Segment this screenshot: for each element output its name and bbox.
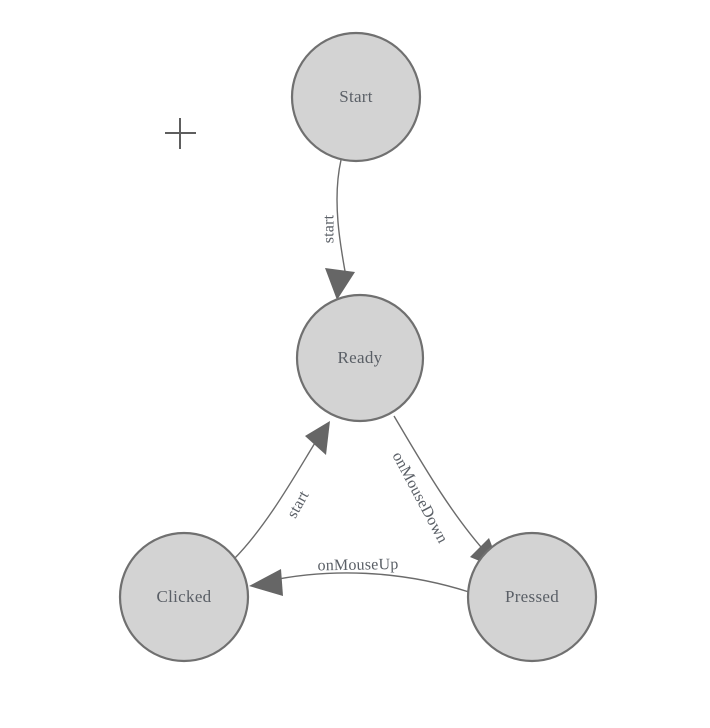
edge-clicked-to-ready[interactable]: start: [232, 421, 330, 561]
node-start-circle[interactable]: [290, 31, 422, 163]
crosshair-icon: [165, 118, 196, 149]
edge-ready-to-pressed[interactable]: onMouseDown: [389, 415, 501, 570]
node-pressed[interactable]: Pressed: [466, 531, 598, 663]
node-ready[interactable]: Ready: [295, 293, 425, 423]
arrowhead-start-to-ready: [325, 268, 355, 300]
arrowhead-pressed-to-clicked: [249, 569, 283, 596]
edge-label-start-to-ready: start: [321, 214, 338, 243]
node-ready-circle[interactable]: [295, 293, 425, 423]
node-pressed-label: Pressed: [505, 587, 559, 606]
edge-label-ready-to-pressed: onMouseDown: [389, 449, 451, 546]
edge-start-to-ready[interactable]: start: [321, 159, 355, 300]
node-pressed-circle[interactable]: [466, 531, 598, 663]
edge-label-pressed-to-clicked: onMouseUp: [317, 556, 398, 574]
node-start[interactable]: Start: [290, 31, 422, 163]
node-start-label: Start: [339, 87, 373, 106]
node-clicked[interactable]: Clicked: [118, 531, 250, 663]
edge-pressed-to-clicked[interactable]: onMouseUp: [249, 556, 470, 596]
node-clicked-circle[interactable]: [118, 531, 250, 663]
arrowhead-clicked-to-ready: [305, 421, 330, 455]
edge-label-clicked-to-ready: start: [284, 488, 313, 522]
node-clicked-label: Clicked: [157, 587, 212, 606]
node-ready-label: Ready: [338, 348, 383, 367]
